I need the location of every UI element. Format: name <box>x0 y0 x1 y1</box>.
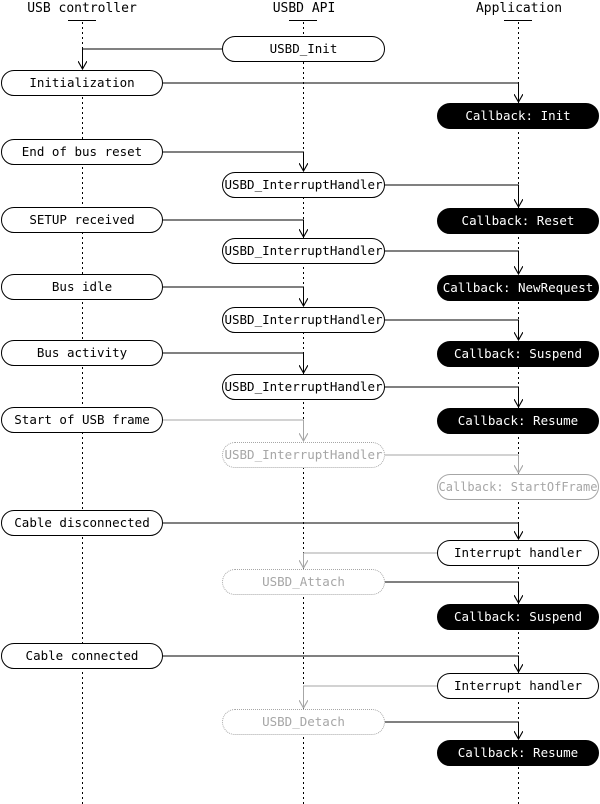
node-callback-init: Callback: Init <box>437 103 599 129</box>
node-cable-disconnected: Cable disconnected <box>1 510 163 536</box>
column-header-usbd-api: USBD API <box>272 1 336 16</box>
node-cable-connected: Cable connected <box>1 643 163 669</box>
connector-end-of-bus-reset-to-ih1 <box>163 151 304 171</box>
node-usbd-interrupthandler-2: USBD_InterruptHandler <box>222 238 385 264</box>
column-header-application: Application <box>475 1 563 16</box>
node-callback-resume-2: Callback: Resume <box>437 740 599 766</box>
connector-initialization-to-callback-init <box>163 82 519 102</box>
connector-cable-connected-to-interrupt-handler <box>163 655 519 672</box>
connector-ih5-to-callback-startofframe <box>385 454 519 473</box>
node-usbd-interrupthandler-4: USBD_InterruptHandler <box>222 374 385 400</box>
node-callback-newrequest: Callback: NewRequest <box>437 275 599 301</box>
connector-start-of-usb-frame-to-ih5 <box>163 419 304 441</box>
connector-usbd-detach-to-callback-resume <box>385 721 519 739</box>
connector-ih4-to-callback-resume <box>385 386 519 407</box>
node-interrupt-handler-2: Interrupt handler <box>437 673 599 699</box>
node-interrupt-handler-1: Interrupt handler <box>437 540 599 566</box>
node-usbd-interrupthandler-5-inactive: USBD_InterruptHandler <box>222 442 385 468</box>
connector-usbd-attach-to-callback-suspend <box>385 581 519 603</box>
node-usbd-interrupthandler-1: USBD_InterruptHandler <box>222 172 385 198</box>
node-bus-activity: Bus activity <box>1 340 163 366</box>
node-callback-suspend-1: Callback: Suspend <box>437 341 599 367</box>
connector-setup-received-to-ih2 <box>163 219 304 237</box>
node-end-of-bus-reset: End of bus reset <box>1 139 163 165</box>
node-callback-suspend-2: Callback: Suspend <box>437 604 599 630</box>
node-callback-startofframe-inactive: Callback: StartOfFrame <box>437 474 599 500</box>
connector-usbd-init-to-initialization <box>83 48 222 69</box>
node-usbd-attach-inactive: USBD_Attach <box>222 569 385 595</box>
node-setup-received: SETUP received <box>1 207 163 233</box>
node-usbd-init: USBD_Init <box>222 36 385 62</box>
node-start-of-usb-frame: Start of USB frame <box>1 407 163 433</box>
node-initialization: Initialization <box>1 70 163 96</box>
node-usbd-detach-inactive: USBD_Detach <box>222 709 385 735</box>
node-bus-idle: Bus idle <box>1 274 163 300</box>
connector-cable-disconnected-to-interrupt-handler <box>163 522 519 539</box>
node-callback-resume-1: Callback: Resume <box>437 408 599 434</box>
node-usbd-interrupthandler-3: USBD_InterruptHandler <box>222 307 385 333</box>
connector-ih2-to-callback-newrequest <box>385 250 519 274</box>
node-callback-reset: Callback: Reset <box>437 208 599 234</box>
connector-bus-activity-to-ih4 <box>163 352 304 373</box>
connector-bus-idle-to-ih3 <box>163 286 304 306</box>
connector-ih3-to-callback-suspend <box>385 319 519 340</box>
column-header-usb-controller: USB controller <box>27 1 137 16</box>
connector-interrupt-handler-to-usbd-detach <box>304 685 437 708</box>
connector-interrupt-handler-to-usbd-attach <box>304 552 437 568</box>
connector-ih1-to-callback-reset <box>385 184 519 207</box>
